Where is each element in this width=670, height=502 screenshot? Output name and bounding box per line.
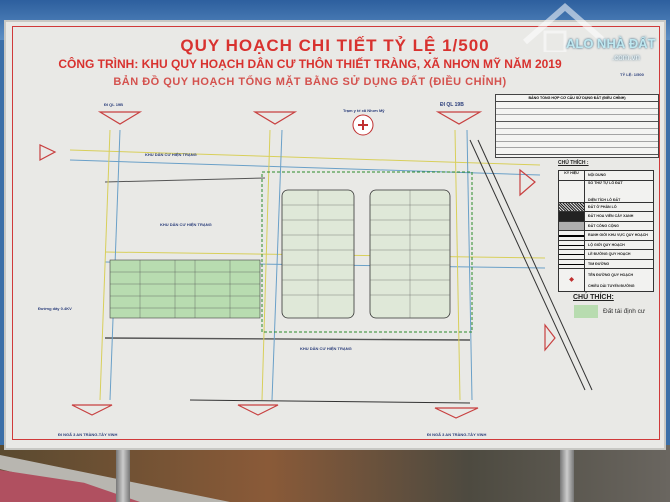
board-title: QUY HOẠCH CHI TIẾT TỶ LỆ 1/500	[180, 36, 490, 55]
road-name-icon: ◆	[559, 269, 585, 291]
legend-title: CHÚ THÍCH :	[558, 160, 589, 166]
project-title: CÔNG TRÌNH: KHU QUY HOẠCH DÂN CƯ THÔN TH…	[58, 57, 562, 71]
left-pole	[116, 448, 130, 502]
powerline-label: Đường dây 0.4KV	[38, 306, 72, 311]
legend-item: TIM ĐƯỜNG	[588, 261, 610, 266]
road-label-top-left: ĐI QL 19B	[104, 102, 124, 107]
green-space-icon	[559, 212, 585, 221]
line-icon	[559, 250, 585, 259]
table-title: BẢNG TỔNG HỢP CƠ CẤU SỬ DỤNG ĐẤT (ĐIỀU C…	[496, 95, 658, 102]
boundary-line-icon	[559, 231, 585, 240]
legend-item: ĐẤT HOA VIÊN CÂY XANH	[588, 214, 634, 219]
legend-item: RANH GIỚI KHU VỰC QUY HOẠCH	[588, 233, 648, 238]
line-icon	[559, 240, 585, 249]
direction-arrows	[39, 111, 556, 419]
land-use-table: BẢNG TỔNG HỢP CƠ CẤU SỬ DỤNG ĐẤT (ĐIỀU C…	[495, 94, 659, 158]
residential-blocks	[109, 114, 473, 333]
legend-item: SỐ THỨ TỰ LÔ ĐẤT	[588, 180, 623, 185]
resettlement-label: Đất tái định cư	[603, 308, 646, 315]
road-label-top-right: ĐI QL 19B	[440, 102, 464, 108]
legend-item: ĐẤT CÔNG CỘNG	[588, 223, 619, 228]
billboard-frame	[12, 26, 660, 440]
map-subtitle: BẢN ĐỒ QUY HOẠCH TỔNG MẶT BẰNG SỬ DỤNG Đ…	[113, 76, 507, 88]
resettlement-swatch	[574, 305, 598, 318]
center-note: Trạm y tế xã Nhơn Mỹ	[343, 108, 385, 113]
area-label: KHU DÂN CƯ HIỆN TRẠNG	[145, 152, 197, 157]
legend-header-symbol: KÝ HIỆU	[559, 171, 585, 180]
line-icon	[559, 259, 585, 268]
watermark-brand: ALO NHÀ ĐẤT	[566, 36, 656, 51]
lot-number-icon	[559, 180, 585, 202]
legend-item: DIỆN TÍCH LÔ ĐẤT	[588, 197, 621, 202]
hatch-icon	[559, 202, 585, 211]
legend-header-content: NỘI DUNG	[588, 173, 606, 178]
scale-label: TỶ LỆ: 1/500	[620, 72, 644, 77]
road-label-bottom-left: ĐI NGÃ 3 AN TRÀNG-TÂY VINH	[58, 432, 118, 437]
watermark-house-icon	[523, 3, 607, 52]
area-label: KHU DÂN CƯ HIỆN TRẠNG	[300, 346, 352, 351]
legend-item: TÊN ĐƯỜNG QUY HOẠCH	[588, 272, 634, 277]
dotted-icon	[559, 221, 585, 230]
legend-item: LỘ GIỚI QUY HOẠCH	[588, 242, 625, 247]
legend-item: ĐẤT Ở PHÂN LÔ	[588, 204, 617, 209]
legend-item: LỀ ĐƯỜNG QUY HOẠCH	[588, 252, 631, 257]
table-rows	[496, 102, 658, 156]
area-label: KHU DÂN CƯ HIỆN TRẠNG	[160, 222, 212, 227]
right-pole	[560, 448, 574, 502]
legend-item: CHIỀU DÀI TUYẾN ĐƯỜNG	[588, 283, 635, 288]
road-label-bottom-right: ĐI NGÃ 3 AN TRÀNG-TÂY VINH	[427, 432, 487, 437]
note-title: CHÚ THÍCH:	[573, 294, 614, 301]
watermark-domain: .com.vn	[612, 53, 641, 62]
